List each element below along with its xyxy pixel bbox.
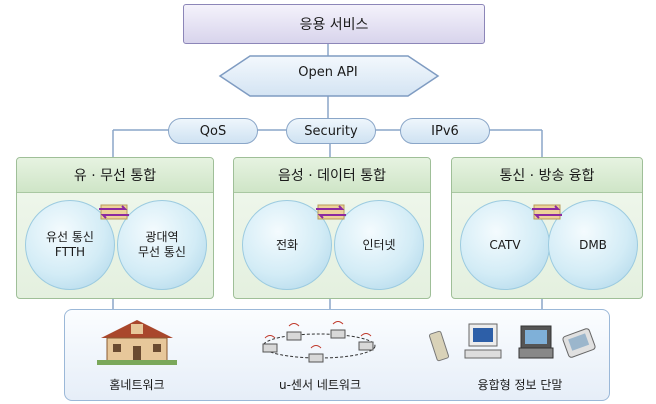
panel-voice-data: 음성 · 데이터 통합 전화 인터넷 <box>233 157 431 299</box>
sensor-network-icon <box>262 321 376 363</box>
circle-broadband-wireless: 광대역 무선 통신 <box>117 200 207 290</box>
circle-telephone: 전화 <box>242 200 332 290</box>
panel-wired-wireless: 유 · 무선 통합 유선 통신 FTTH 광대역 무선 통신 <box>16 157 214 299</box>
house-icon <box>97 320 177 365</box>
converged-terminal-icon <box>428 323 596 362</box>
circle-internet: 인터넷 <box>334 200 424 290</box>
integration-connector-icon <box>316 204 346 220</box>
sensor-network-label: u-센서 네트워크 <box>279 378 361 392</box>
integration-connector-icon <box>99 204 129 220</box>
security-pill: Security <box>286 118 376 144</box>
ipv6-pill: IPv6 <box>400 118 490 144</box>
open-api-arrow <box>218 55 440 97</box>
open-api-label: Open API <box>298 65 358 80</box>
circle-dmb: DMB <box>548 200 638 290</box>
access-network-panel: 홈네트워크 u-센서 네트워크 융합형 정보 단말 <box>64 309 610 401</box>
panel-telecom-broadcast: 통신 · 방송 융합 CATV DMB <box>451 157 643 299</box>
panel-title: 유 · 무선 통합 <box>17 158 213 193</box>
integration-connector-icon <box>532 204 562 220</box>
application-service-label: 응용 서비스 <box>299 17 369 33</box>
panel-title: 통신 · 방송 융합 <box>452 158 642 193</box>
qos-pill: QoS <box>168 118 258 144</box>
application-service-box: 응용 서비스 <box>183 4 485 44</box>
panel-title: 음성 · 데이터 통합 <box>234 158 430 193</box>
circle-wired-ftth: 유선 통신 FTTH <box>25 200 115 290</box>
converged-terminal-label: 융합형 정보 단말 <box>477 378 563 392</box>
home-network-label: 홈네트워크 <box>109 378 165 392</box>
